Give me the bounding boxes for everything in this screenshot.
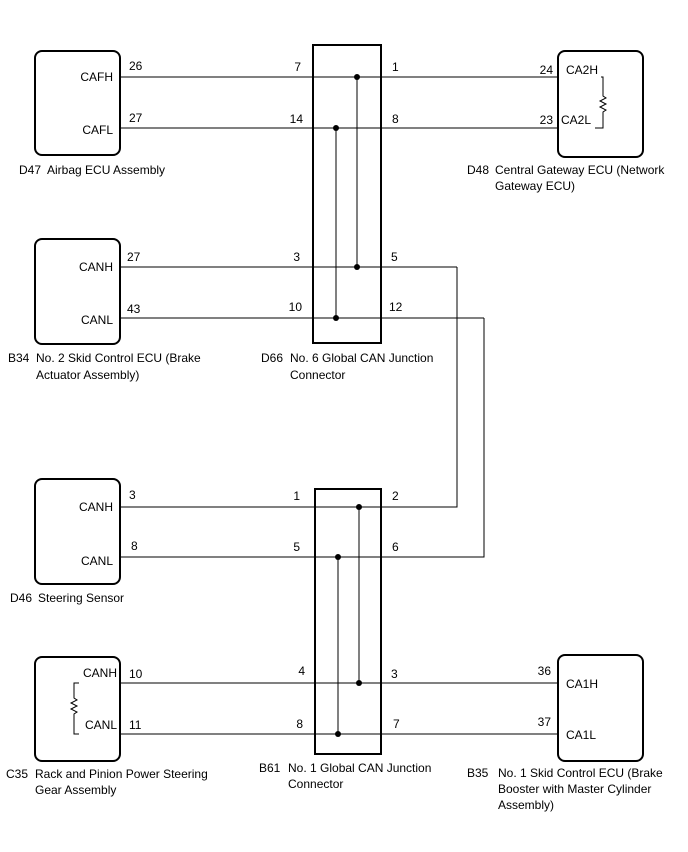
b34-name-line1: No. 2 Skid Control ECU (Brake (36, 351, 201, 365)
b34-code: B34 (8, 351, 30, 365)
b34-pin-l-label: CANL (81, 313, 113, 327)
d66-pin: 14 (290, 112, 304, 126)
b34-box (34, 238, 121, 345)
d66-pin: 7 (294, 60, 301, 74)
d46-box (34, 478, 121, 585)
b61-pin: 5 (293, 540, 300, 554)
d47-box (34, 50, 121, 156)
component-b61: 1 5 2 6 4 8 3 7 B61 No. 1 Global CAN Jun… (259, 488, 431, 791)
d66-pin: 10 (289, 300, 303, 314)
component-d47: CAFH CAFL 26 27 D47 Airbag ECU Assembly (19, 50, 165, 177)
d66-code: D66 (261, 351, 283, 365)
d48-box (557, 50, 644, 158)
d66-pin: 8 (392, 112, 399, 126)
b61-node (356, 504, 362, 510)
d66-pin: 12 (389, 300, 403, 314)
b34-pin-h-label: CANH (79, 260, 113, 274)
d47-pin-l-label: CAFL (82, 123, 113, 137)
c35-pin-h-label: CANH (83, 666, 117, 680)
d48-pin-h-label: CA2H (566, 63, 598, 77)
d66-name-line1: No. 6 Global CAN Junction (290, 351, 433, 365)
b35-pin-l-label: CA1L (566, 728, 596, 742)
b35-code: B35 (467, 766, 489, 780)
d48-name-line2: Gateway ECU) (495, 179, 575, 193)
d66-node (354, 264, 360, 270)
d66-pin: 3 (293, 250, 300, 264)
d66-box (312, 44, 382, 344)
b61-node (335, 731, 341, 737)
d47-name: Airbag ECU Assembly (47, 163, 165, 177)
d66-node (354, 74, 360, 80)
b61-pin: 7 (393, 717, 400, 731)
c35-pin-h-number: 10 (129, 667, 143, 681)
b35-name-line1: No. 1 Skid Control ECU (Brake (498, 766, 663, 780)
wire-canh-trunk (121, 267, 458, 508)
b61-node (356, 680, 362, 686)
c35-code: C35 (6, 767, 28, 781)
b61-name-line2: Connector (288, 777, 343, 791)
d48-code: D48 (467, 163, 489, 177)
b35-pin-l-number: 37 (538, 715, 552, 729)
c35-pin-l-label: CANL (85, 718, 117, 732)
d48-pin-l-number: 23 (540, 113, 554, 127)
component-d48: CA2H CA2L 24 23 D48 Central Gateway ECU … (467, 50, 665, 193)
c35-pin-l-number: 11 (129, 718, 142, 732)
d46-code: D46 (10, 591, 32, 605)
d66-pin: 5 (391, 250, 398, 264)
b34-name-line2: Actuator Assembly) (36, 368, 139, 382)
d46-pin-l-number: 8 (131, 539, 138, 553)
d48-pin-h-number: 24 (540, 63, 554, 77)
b61-pin: 3 (391, 667, 398, 681)
b61-pin: 8 (296, 717, 303, 731)
c35-name-line1: Rack and Pinion Power Steering (35, 767, 208, 781)
d46-pin-h-label: CANH (79, 500, 113, 514)
b61-node (335, 554, 341, 560)
b35-pin-h-number: 36 (538, 664, 552, 678)
component-b34: CANH CANL 27 43 B34 No. 2 Skid Control E… (8, 238, 201, 382)
d47-pin-h-number: 26 (129, 59, 143, 73)
b35-box (557, 654, 644, 762)
d48-terminator-resistor (595, 76, 608, 129)
c35-terminator-resistor (69, 682, 79, 735)
d66-pin: 1 (392, 60, 399, 74)
d46-name: Steering Sensor (38, 591, 124, 605)
b61-code: B61 (259, 761, 281, 775)
d46-pin-l-label: CANL (81, 554, 113, 568)
d48-pin-l-label: CA2L (561, 113, 591, 127)
b35-name-line3: Assembly) (498, 798, 554, 812)
c35-name-line2: Gear Assembly (35, 783, 116, 797)
d47-code: D47 (19, 163, 41, 177)
b61-name-line1: No. 1 Global CAN Junction (288, 761, 431, 775)
d66-node (333, 125, 339, 131)
wire-canl-trunk (121, 318, 485, 558)
d66-name-line2: Connector (290, 368, 345, 382)
b34-pin-l-number: 43 (127, 302, 141, 316)
wires (121, 76, 557, 735)
b61-box (314, 488, 382, 755)
b35-pin-h-label: CA1H (566, 677, 598, 691)
d47-pin-l-number: 27 (129, 111, 143, 125)
d46-pin-h-number: 3 (129, 488, 136, 502)
component-c35: CANH CANL 10 11 C35 Rack and Pinion Powe… (6, 656, 208, 797)
d47-pin-h-label: CAFH (80, 70, 113, 84)
b35-name-line2: Booster with Master Cylinder (498, 782, 651, 796)
b61-pin: 4 (298, 664, 305, 678)
d48-name-line1: Central Gateway ECU (Network (495, 163, 665, 177)
component-b35: CA1H CA1L 36 37 B35 No. 1 Skid Control E… (467, 654, 663, 812)
b61-pin: 6 (392, 540, 399, 554)
b34-pin-h-number: 27 (127, 250, 141, 264)
c35-box (34, 656, 121, 762)
b61-pin: 2 (392, 489, 399, 503)
d66-node (333, 315, 339, 321)
component-d46: CANH CANL 3 8 D46 Steering Sensor (10, 478, 138, 605)
component-d66: 7 14 1 8 3 10 5 12 D66 No. 6 Global CAN … (261, 44, 433, 382)
b61-pin: 1 (293, 489, 300, 503)
